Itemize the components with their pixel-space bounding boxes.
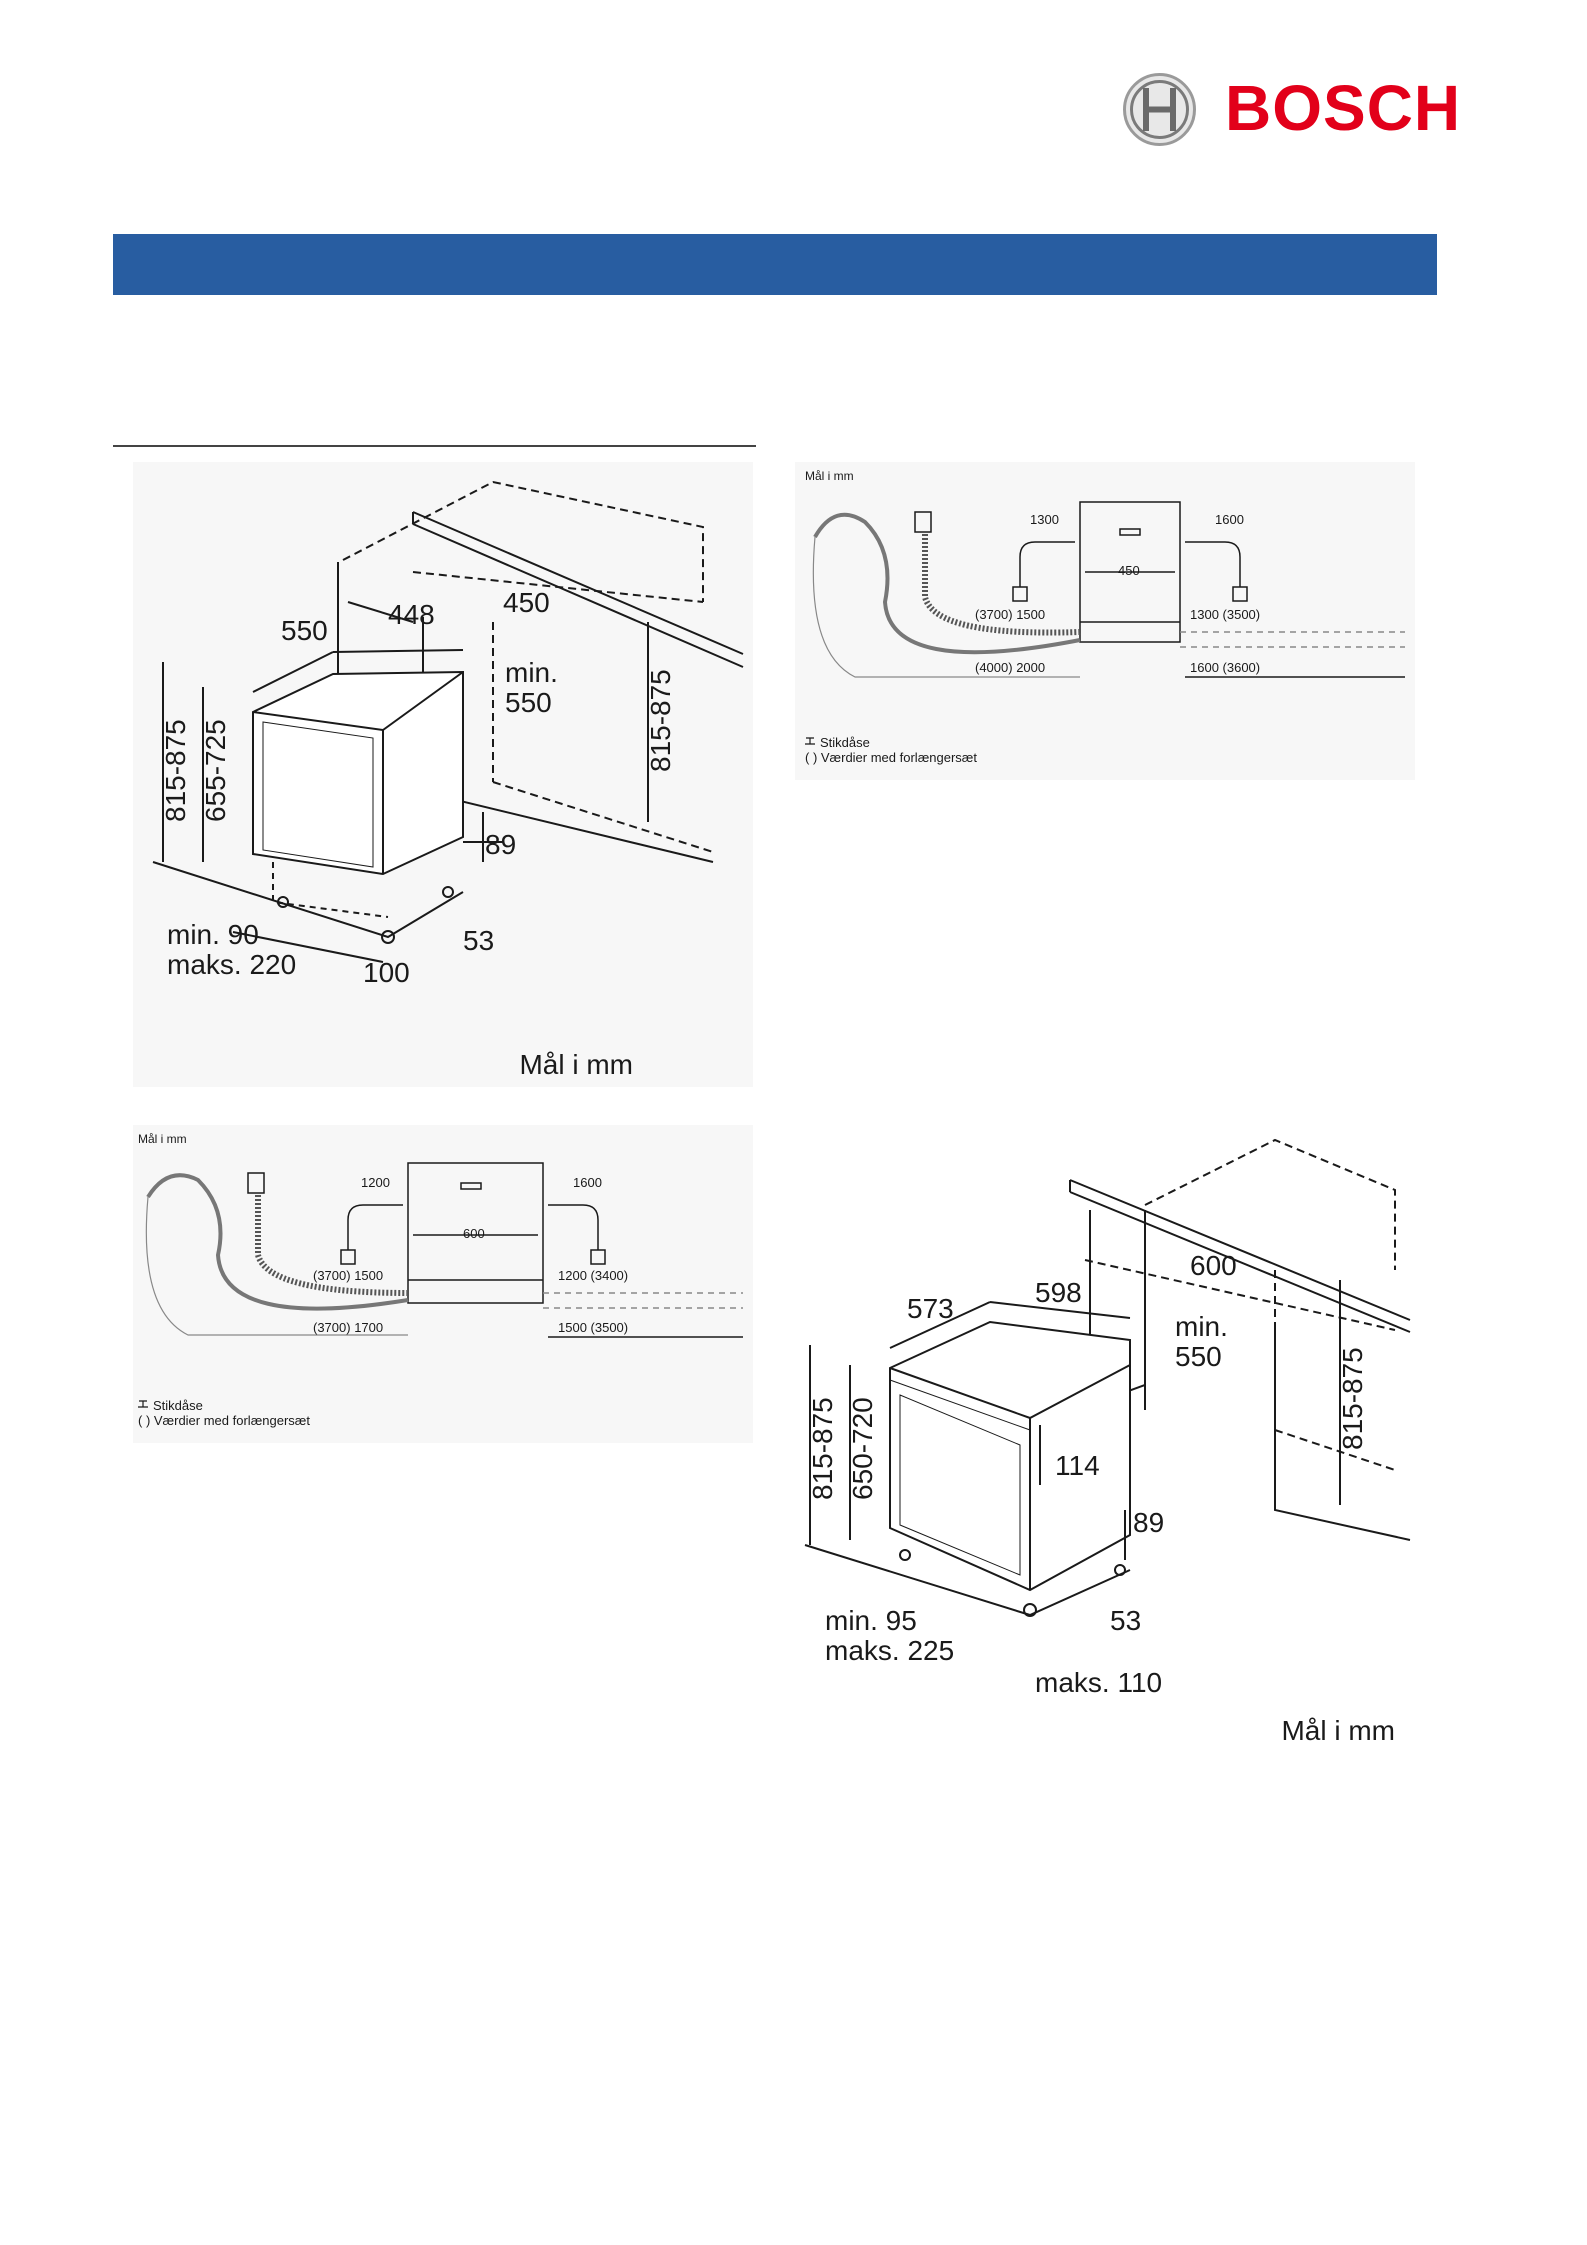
slim-dishwasher-drawing: 550 448 450 min. 550 815-875 655-725 815… bbox=[152, 480, 744, 1080]
dim-89: 89 bbox=[1133, 1507, 1164, 1538]
dim-height-815-875: 815-875 bbox=[160, 719, 191, 822]
label-3700-1700: (3700) 1700 bbox=[313, 1320, 383, 1335]
bosch-armature-logo-icon bbox=[1123, 73, 1196, 146]
figure-hose-lengths-450: Mål i mm 1300 1600 450 (3700) 1500 1300 … bbox=[795, 462, 1415, 780]
label-1300-3500: 1300 (3500) bbox=[1190, 607, 1260, 622]
dim-width-598: 598 bbox=[1035, 1277, 1082, 1308]
dim-niche-height-815-875: 815-875 bbox=[1337, 1347, 1368, 1450]
dim-niche-450: 450 bbox=[503, 587, 550, 618]
dim-100: 100 bbox=[363, 957, 410, 988]
dim-height-815-875: 815-875 bbox=[807, 1397, 838, 1500]
dim-height-650-720: 650-720 bbox=[847, 1397, 878, 1500]
dim-depth-550: 550 bbox=[281, 615, 328, 646]
socket-icon bbox=[805, 737, 815, 745]
figure-caption: Mål i mm bbox=[1281, 1715, 1395, 1746]
figure-standard-dishwasher-dimensions: 573 598 600 min. 550 815-875 650-720 815… bbox=[795, 1130, 1415, 1760]
brand-name: BOSCH bbox=[1225, 72, 1462, 144]
dim-min-label: min. bbox=[505, 657, 558, 688]
label-3700-1500: (3700) 1500 bbox=[975, 607, 1045, 622]
figure-caption: Mål i mm bbox=[138, 1132, 187, 1146]
legend-extension: ( ) Værdier med forlængersæt bbox=[138, 1413, 310, 1428]
dim-niche-600: 600 bbox=[1190, 1250, 1237, 1281]
hose-diagram-450: Mål i mm 1300 1600 450 (3700) 1500 1300 … bbox=[805, 469, 1405, 765]
label-3700-1500: (3700) 1500 bbox=[313, 1268, 383, 1283]
legend-extension: ( ) Værdier med forlængersæt bbox=[805, 750, 977, 765]
label-1300: 1300 bbox=[1030, 512, 1059, 527]
section-divider bbox=[113, 445, 756, 447]
dim-maks-220: maks. 220 bbox=[167, 949, 296, 980]
label-600: 600 bbox=[463, 1226, 485, 1241]
label-1600: 1600 bbox=[1215, 512, 1244, 527]
label-4000-2000: (4000) 2000 bbox=[975, 660, 1045, 675]
socket-icon bbox=[138, 1400, 148, 1408]
figure-slim-dishwasher-dimensions: 550 448 450 min. 550 815-875 655-725 815… bbox=[133, 462, 753, 1087]
dim-depth-573: 573 bbox=[907, 1293, 954, 1324]
dim-min-90: min. 90 bbox=[167, 919, 259, 950]
figure-hose-lengths-600: Mål i mm 1200 1600 600 (3700) 1500 1200 … bbox=[133, 1125, 753, 1443]
dim-min-95: min. 95 bbox=[825, 1605, 917, 1636]
dim-maks-225: maks. 225 bbox=[825, 1635, 954, 1666]
legend-socket: Stikdåse bbox=[820, 735, 870, 750]
label-1600: 1600 bbox=[573, 1175, 602, 1190]
label-1200-3400: 1200 (3400) bbox=[558, 1268, 628, 1283]
standard-dishwasher-drawing: 573 598 600 min. 550 815-875 650-720 815… bbox=[804, 1138, 1411, 1746]
dim-width-448: 448 bbox=[388, 599, 435, 630]
dim-53: 53 bbox=[1110, 1605, 1141, 1636]
dim-height-655-725: 655-725 bbox=[200, 719, 231, 822]
label-1500-3500: 1500 (3500) bbox=[558, 1320, 628, 1335]
label-1200: 1200 bbox=[361, 1175, 390, 1190]
dim-114: 114 bbox=[1055, 1450, 1100, 1481]
dim-min-550: 550 bbox=[1175, 1341, 1222, 1372]
dim-53: 53 bbox=[463, 925, 494, 956]
figure-caption: Mål i mm bbox=[519, 1049, 633, 1080]
header-band bbox=[113, 234, 1437, 295]
label-450: 450 bbox=[1118, 563, 1140, 578]
label-1600-3600: 1600 (3600) bbox=[1190, 660, 1260, 675]
dim-89: 89 bbox=[485, 829, 516, 860]
hose-diagram-600: Mål i mm 1200 1600 600 (3700) 1500 1200 … bbox=[138, 1132, 743, 1428]
dim-niche-height-815-875: 815-875 bbox=[645, 669, 676, 772]
figure-caption: Mål i mm bbox=[805, 469, 854, 483]
legend-socket: Stikdåse bbox=[153, 1398, 203, 1413]
dim-min-550: 550 bbox=[505, 687, 552, 718]
dim-maks-110: maks. 110 bbox=[1035, 1667, 1162, 1698]
dim-min-label: min. bbox=[1175, 1311, 1228, 1342]
